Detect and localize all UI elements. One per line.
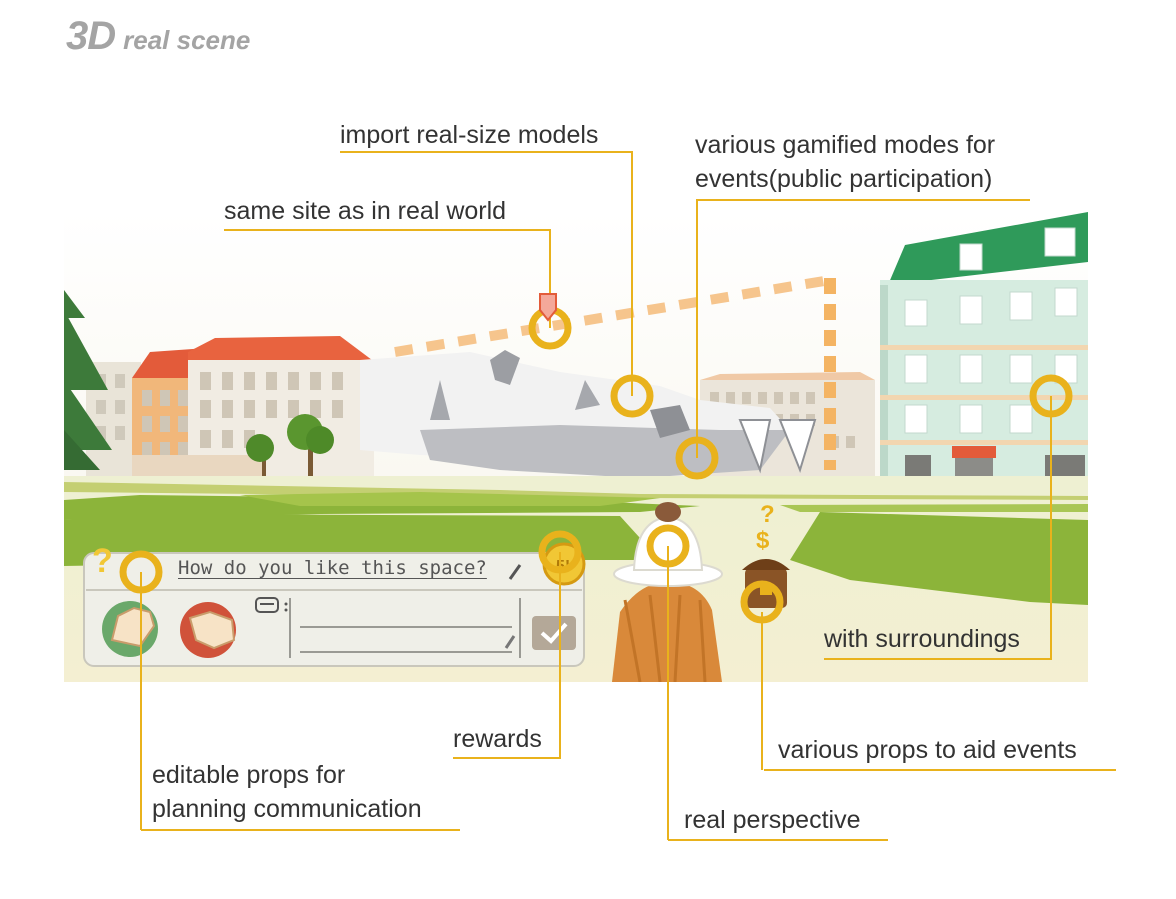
crane — [394, 275, 836, 470]
svg-text:?: ? — [760, 501, 775, 528]
title-main: 3D — [66, 14, 116, 58]
imported-model — [360, 350, 817, 478]
comment-icon — [255, 597, 288, 613]
callout-props-aid-events: various props to aid events — [778, 736, 1077, 764]
callout-same-site: same site as in real world — [224, 197, 507, 225]
pencil-icon[interactable] — [508, 564, 522, 580]
callout-editable-props-line1: editable props for — [152, 761, 346, 789]
trees — [64, 290, 334, 476]
question-mark-icon: ? — [92, 542, 113, 580]
callout-real-perspective: real perspective — [684, 806, 861, 834]
callout-gamified-modes-line2: events(public participation) — [695, 165, 993, 193]
background-buildings — [86, 336, 875, 480]
hotspot-markers — [119, 306, 1073, 624]
check-icon[interactable] — [532, 616, 576, 650]
callout-surroundings: with surroundings — [824, 625, 1020, 653]
location-pin-icon — [539, 293, 557, 322]
svg-text:?: ? — [92, 542, 113, 580]
panel-question: How do you like this space? — [178, 557, 487, 579]
thumbs-down-icon[interactable] — [180, 602, 236, 658]
svg-text:$: $ — [756, 527, 770, 554]
thumbs-up-icon[interactable] — [102, 601, 158, 657]
pencil-icon[interactable] — [504, 635, 516, 649]
callout-rewards: rewards — [453, 725, 542, 753]
callout-editable-props-line2: planning communication — [152, 795, 422, 823]
callout-import-models: import real-size models — [340, 121, 599, 149]
title-sub: real scene — [123, 25, 251, 55]
callout-gamified-modes-line1: various gamified modes for — [695, 131, 996, 159]
mint-building — [880, 212, 1088, 490]
